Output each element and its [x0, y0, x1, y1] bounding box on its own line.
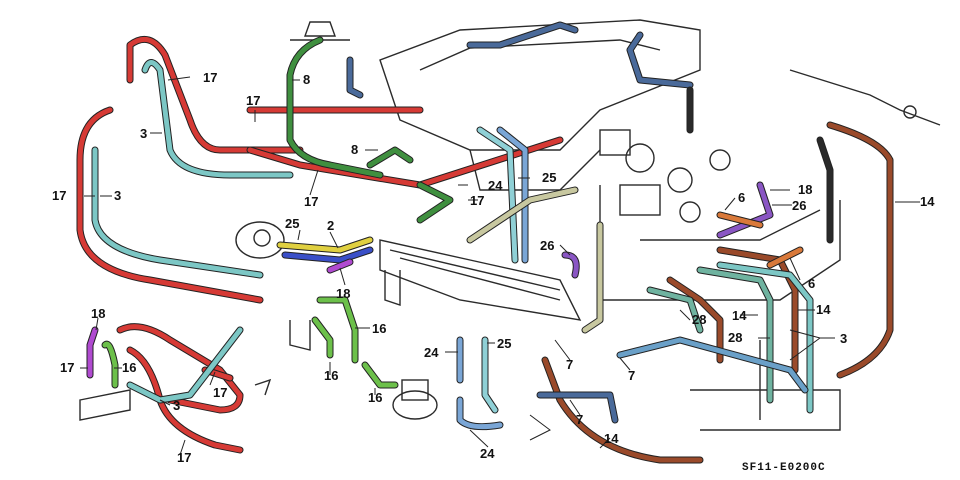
- hose-18-center: [327, 259, 353, 273]
- hose-6-a: [717, 212, 763, 228]
- callout-3: 3: [173, 398, 180, 413]
- hoses: [76, 21, 894, 464]
- callout-28: 28: [692, 312, 706, 327]
- hose-24-c: [457, 397, 503, 430]
- hose-25-a: [477, 127, 518, 263]
- callout-3: 3: [140, 126, 147, 141]
- callout-26: 26: [540, 238, 554, 253]
- hose-14-inner: [667, 277, 723, 363]
- hose-17: [127, 36, 303, 153]
- hose-blue-2: [282, 247, 373, 263]
- callout-3: 3: [840, 331, 847, 346]
- callout-3: 3: [114, 188, 121, 203]
- callout-16: 16: [368, 390, 382, 405]
- hose-6-b: [767, 247, 803, 268]
- callout-16: 16: [122, 360, 136, 375]
- hose-17-lower: [117, 324, 243, 413]
- hose-16-b: [312, 317, 333, 358]
- figure-code: SF11-E0200C: [742, 462, 826, 474]
- callout-14: 14: [732, 308, 747, 323]
- callout-25: 25: [542, 170, 556, 185]
- callout-6: 6: [808, 276, 815, 291]
- callout-18: 18: [336, 286, 350, 301]
- hose-24-a: [497, 127, 528, 263]
- callout-17: 17: [177, 450, 191, 465]
- hose-28-b: [697, 267, 773, 403]
- hose-28-a: [647, 287, 703, 333]
- leader-lines: [80, 76, 920, 456]
- hose-8-short: [367, 147, 413, 168]
- hose-7-a: [617, 337, 808, 393]
- hose-2: [277, 237, 373, 253]
- hose-16-a: [317, 297, 358, 363]
- hose-17-left: [77, 107, 263, 303]
- hose-16-c: [362, 362, 398, 388]
- callout-6: 6: [738, 190, 745, 205]
- callout-14: 14: [816, 302, 831, 317]
- hose-3-left: [92, 147, 263, 278]
- callout-17: 17: [52, 188, 66, 203]
- hose-dark-right: [817, 137, 833, 243]
- callout-24: 24: [424, 345, 439, 360]
- callout-16: 16: [324, 368, 338, 383]
- hose-8-loop: [287, 37, 383, 178]
- hose-blue-right: [627, 32, 693, 88]
- hose-blue-small: [347, 57, 363, 98]
- hose-18-left: [87, 327, 98, 378]
- hose-25-b: [482, 337, 498, 413]
- callout-14: 14: [604, 431, 619, 446]
- callout-24: 24: [488, 178, 503, 193]
- hose-3-top: [142, 60, 293, 178]
- hose-tan-b: [582, 222, 603, 333]
- callout-8: 8: [303, 72, 310, 87]
- callout-2: 2: [327, 218, 334, 233]
- hose-16-left: [102, 341, 118, 388]
- callout-7: 7: [628, 368, 635, 383]
- callout-17: 17: [60, 360, 74, 375]
- hose-tan-a: [467, 187, 578, 243]
- hose-14-right: [827, 122, 893, 378]
- callout-17: 17: [470, 193, 484, 208]
- hose-8-lower: [417, 182, 453, 223]
- callouts: 17 17 3 17 3 8 8 17 24 25 17 25 2 14 18 …: [52, 70, 935, 465]
- hose-7-b: [537, 392, 618, 423]
- callout-18: 18: [91, 306, 105, 321]
- callout-7: 7: [566, 357, 573, 372]
- callout-24: 24: [480, 446, 495, 461]
- callout-17: 17: [246, 93, 260, 108]
- callout-16: 16: [372, 321, 386, 336]
- callout-26: 26: [792, 198, 806, 213]
- callout-28: 28: [728, 330, 742, 345]
- callout-17: 17: [304, 194, 318, 209]
- callout-25: 25: [285, 216, 299, 231]
- hose-3-right: [717, 262, 813, 413]
- callout-7: 7: [576, 412, 583, 427]
- hose-17-mid: [247, 137, 563, 188]
- callout-18: 18: [798, 182, 812, 197]
- hose-14-bottom: [542, 357, 703, 463]
- hose-blue-top: [467, 22, 578, 48]
- hose-26-center: [562, 252, 579, 278]
- callout-17: 17: [203, 70, 217, 85]
- callout-8: 8: [351, 142, 358, 157]
- callout-17: 17: [213, 385, 227, 400]
- callout-14: 14: [920, 194, 935, 209]
- hose-26-right: [717, 182, 773, 238]
- callout-25: 25: [497, 336, 511, 351]
